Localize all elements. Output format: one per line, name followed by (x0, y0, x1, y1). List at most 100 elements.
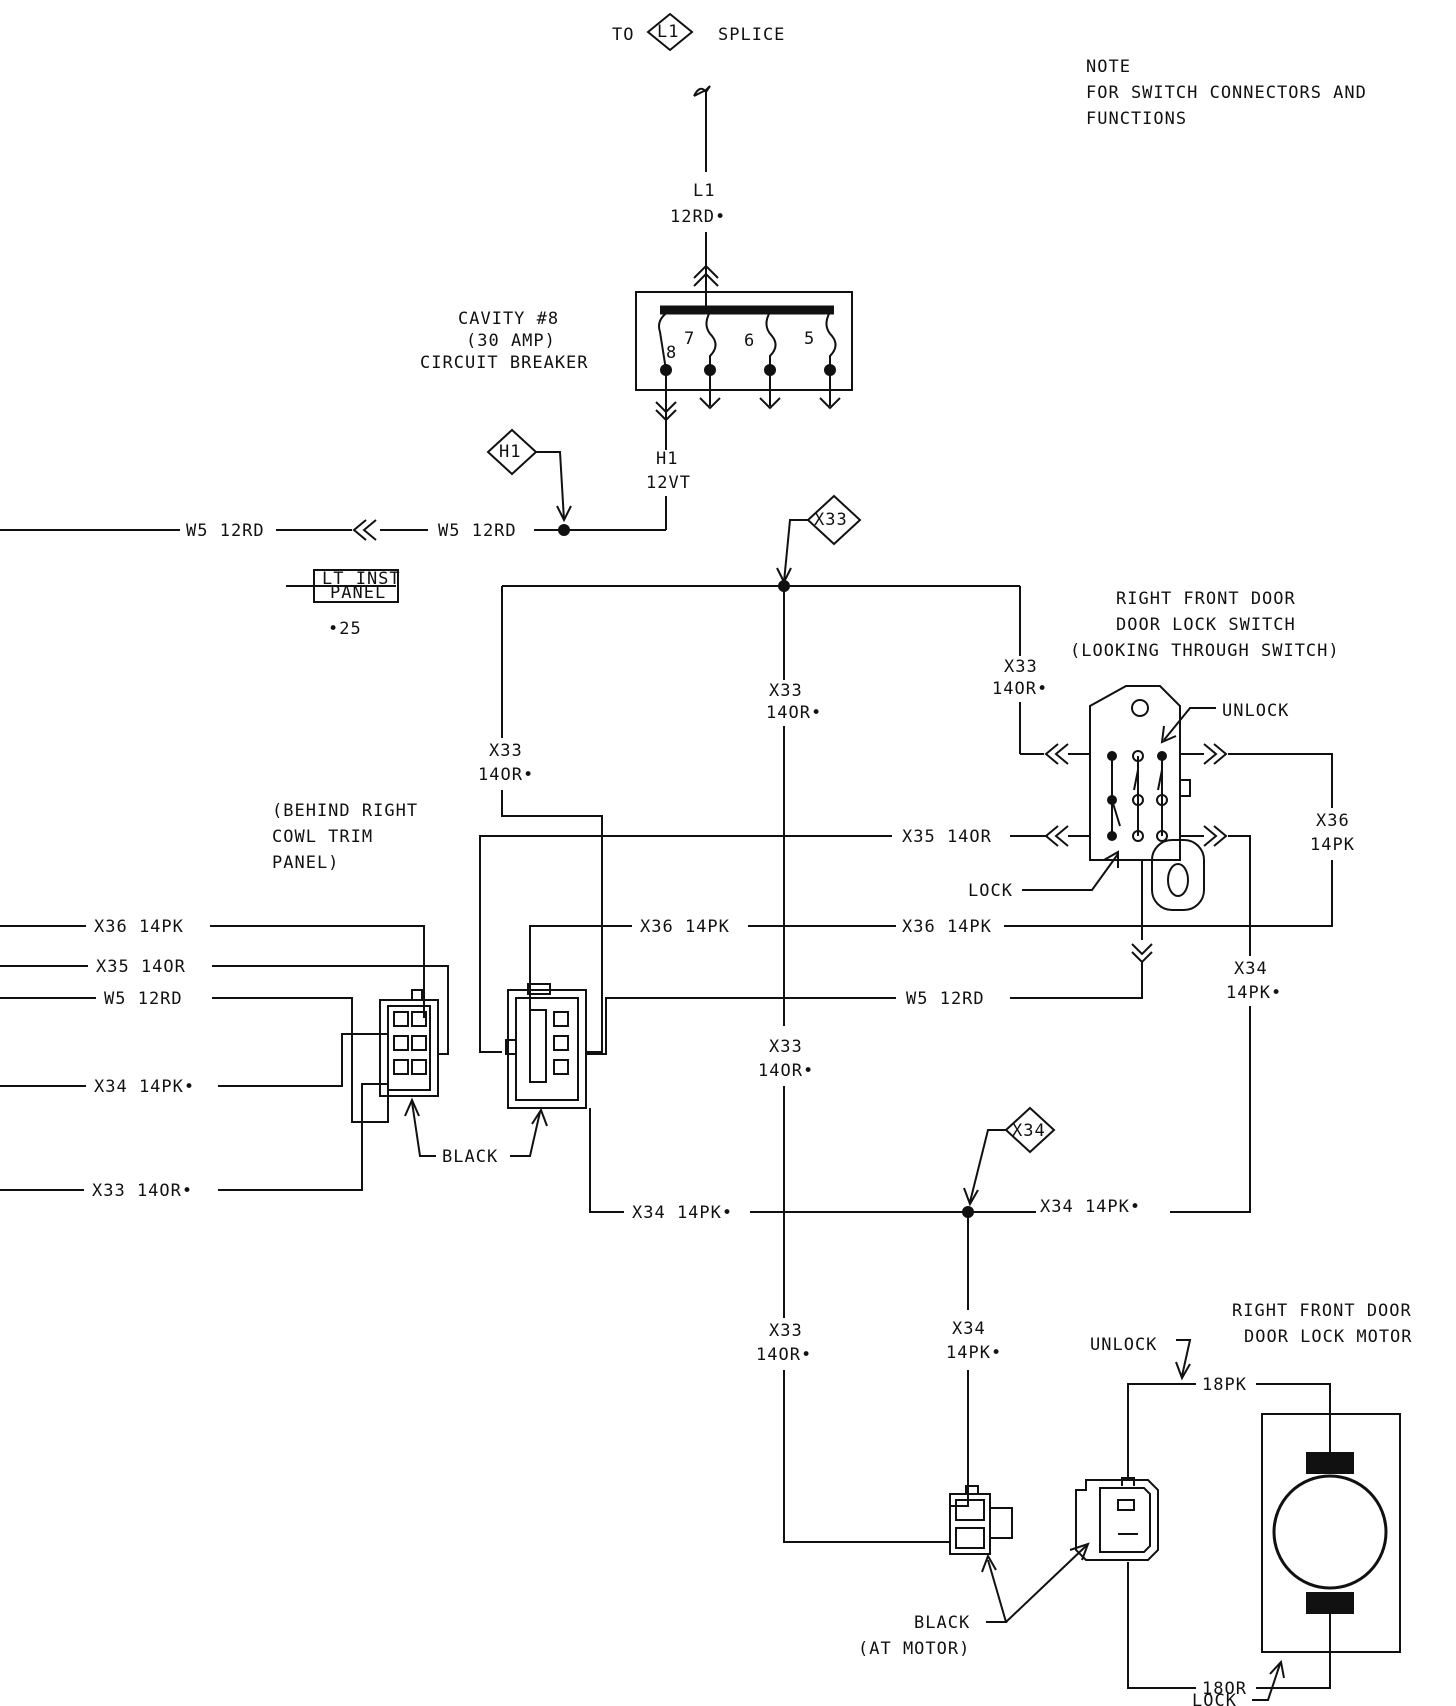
w5-mid-label: W5 12RD (438, 521, 517, 541)
breaker-link-8 (658, 311, 669, 371)
x36-right-gauge: 14PK (1310, 835, 1355, 855)
motor-title-2: DOOR LOCK MOTOR (1244, 1327, 1413, 1347)
breaker-pin-7: 7 (684, 329, 695, 349)
switch-title-1: RIGHT FRONT DOOR (1116, 589, 1296, 609)
splice-badge-label: L1 (657, 22, 679, 42)
motor-lock-label: LOCK (1192, 1691, 1237, 1706)
x34-badge-label: X34 (1012, 1121, 1046, 1141)
motor-side-connector (1075, 1479, 1159, 1561)
switch-w5-connector (1131, 943, 1153, 964)
connector-arrow-l1 (693, 264, 719, 287)
motor-connector-label: BLACK (914, 1613, 970, 1633)
breaker-output-arrows (699, 397, 841, 410)
cowl-connector-label: BLACK (442, 1147, 498, 1167)
breaker-pin-6: 6 (744, 331, 755, 351)
breaker-pin-5: 5 (804, 329, 815, 349)
x35-right-label: X35 14OR (902, 827, 992, 847)
x36-right-label: X36 (1316, 811, 1350, 831)
switch-mount-tab (1151, 839, 1205, 911)
motor-unlock-label: UNLOCK (1090, 1335, 1157, 1355)
breaker-element-5 (825, 311, 837, 370)
x33-b-label: X33 (1004, 657, 1038, 677)
switch-title-3: (LOOKING THROUGH SWITCH) (1070, 641, 1340, 661)
switch-title-2: DOOR LOCK SWITCH (1116, 615, 1296, 635)
switch-lock-label: LOCK (968, 881, 1013, 901)
x33-c-gauge: 14OR• (478, 765, 534, 785)
motor-connectors: BLACK (AT MOTOR) (858, 1477, 1159, 1659)
w5-left-label: W5 12RD (186, 521, 265, 541)
x35-left-label: X35 14OR (96, 957, 186, 977)
circuit-breaker: CAVITY #8 (30 AMP) CIRCUIT BREAKER 8 7 6… (420, 291, 853, 450)
cowl-label-1: (BEHIND RIGHT (272, 801, 418, 821)
breaker-pin-8: 8 (666, 343, 677, 363)
cowl-connector-right (507, 989, 587, 1109)
note-title: NOTE (1086, 57, 1131, 77)
x34-bottom-mid-label: X34 14PK• (632, 1203, 733, 1223)
h1-badge-label: H1 (499, 442, 521, 462)
x34-right-gauge: 14PK• (1226, 983, 1282, 1003)
breaker-label-1: CAVITY #8 (458, 309, 559, 329)
x33-left-label: X33 14OR• (92, 1181, 193, 1201)
switch-x34-connector (1203, 825, 1228, 847)
motor-brush-top (1306, 1452, 1354, 1474)
breaker-label-3: CIRCUIT BREAKER (420, 353, 589, 373)
breaker-element-6 (765, 311, 777, 370)
door-lock-motor: RIGHT FRONT DOOR DOOR LOCK MOTOR (1232, 1301, 1413, 1653)
motor-brush-bottom (1306, 1592, 1354, 1614)
x36-mid2-label: X36 14PK (902, 917, 992, 937)
note-line-2: FOR SWITCH CONNECTORS AND (1086, 83, 1367, 103)
x34-down-label: X34 (952, 1319, 986, 1339)
to-label: TO (612, 25, 634, 45)
note-line-3: FUNCTIONS (1086, 109, 1187, 129)
h1-label: H1 (656, 449, 678, 469)
panel-label-2: PANEL (330, 583, 386, 603)
x33-badge-label: X33 (814, 510, 848, 530)
x33-e-gauge: 14OR• (756, 1345, 812, 1365)
cowl-connectors: (BEHIND RIGHT COWL TRIM PANEL) BLACK (272, 801, 587, 1167)
x36-mid-label: X36 14PK (640, 917, 730, 937)
x34-down-gauge: 14PK• (946, 1343, 1002, 1363)
w5-lower-left-label: W5 12RD (104, 989, 183, 1009)
motor-18pk-label: 18PK (1202, 1375, 1247, 1395)
switch-x33-connector (1044, 743, 1069, 765)
breaker-box (635, 291, 853, 391)
x33-c-label: X33 (489, 741, 523, 761)
top-splice: TO L1 SPLICE (612, 12, 785, 52)
x34-bottom-right-label: X34 14PK• (1040, 1197, 1141, 1217)
motor-title-1: RIGHT FRONT DOOR (1232, 1301, 1412, 1321)
x36-left-label: X36 14PK (94, 917, 184, 937)
x33-d-gauge: 14OR• (758, 1061, 814, 1081)
breaker-element-7 (705, 311, 717, 370)
x33-badge-diamond (806, 494, 862, 546)
w5-inline-connector (352, 519, 377, 541)
l1-gauge: 12RD• (670, 207, 726, 227)
splice-badge-diamond (646, 12, 694, 52)
note-block: NOTE FOR SWITCH CONNECTORS AND FUNCTIONS (1086, 57, 1367, 129)
x33-a-gauge: 14OR• (766, 703, 822, 723)
x33-a-label: X33 (769, 681, 803, 701)
x34-left-label: X34 14PK• (94, 1077, 195, 1097)
x34-badge-diamond (1004, 1106, 1056, 1154)
breaker-label-2: (30 AMP) (466, 331, 556, 351)
x33-e-label: X33 (769, 1321, 803, 1341)
w5-lower-right-label: W5 12RD (906, 989, 985, 1009)
cowl-label-3: PANEL) (272, 853, 339, 873)
x34-right-label: X34 (1234, 959, 1268, 979)
lt-inst-panel-ref: LT INST PANEL •25 (286, 569, 400, 639)
door-lock-switch: RIGHT FRONT DOOR DOOR LOCK SWITCH (LOOKI… (968, 589, 1340, 964)
switch-x35-connector (1044, 825, 1069, 847)
x33-d-label: X33 (769, 1037, 803, 1057)
x33-b-gauge: 14OR• (992, 679, 1048, 699)
cowl-label-2: COWL TRIM (272, 827, 373, 847)
motor-18or-label: 18OR (1202, 1679, 1247, 1699)
wire-break-curve (693, 85, 711, 97)
motor-housing (1261, 1413, 1401, 1653)
panel-ref: •25 (328, 619, 362, 639)
breaker-h1-connector (655, 401, 677, 422)
switch-unlock-label: UNLOCK (1222, 701, 1289, 721)
splice-label: SPLICE (718, 25, 785, 45)
l1-label: L1 (693, 181, 715, 201)
cowl-connector-left (379, 999, 439, 1097)
h1-gauge: 12VT (646, 473, 691, 493)
